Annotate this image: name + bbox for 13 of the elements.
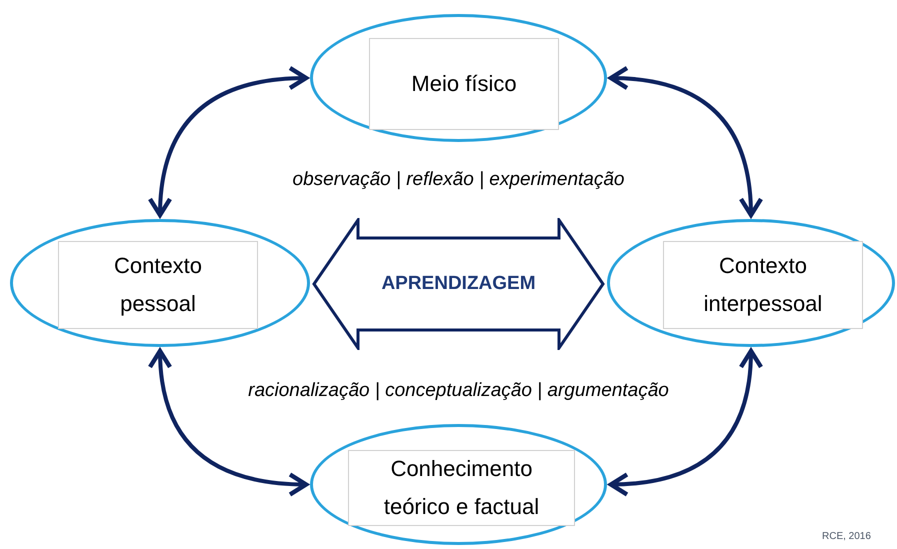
source-note: RCE, 2016 (822, 530, 871, 544)
double-arrow-shape (312, 218, 605, 350)
center-label: APRENDIZAGEM (381, 272, 536, 296)
node-label: Contexto pessoal (112, 252, 204, 318)
node-label: Contexto interpessoal (702, 252, 824, 318)
process-label: observação | reflexão | experimentação (292, 168, 626, 192)
node-label: Meio físico (411, 70, 517, 98)
curved-double-arrow (608, 66, 762, 218)
curved-double-arrow (148, 348, 308, 496)
curved-double-arrow (608, 348, 762, 496)
node-label: Conhecimento teórico e factual (382, 455, 540, 521)
process-label: racionalização | conceptualização | argumentação (247, 379, 670, 403)
curved-double-arrow (148, 66, 308, 218)
